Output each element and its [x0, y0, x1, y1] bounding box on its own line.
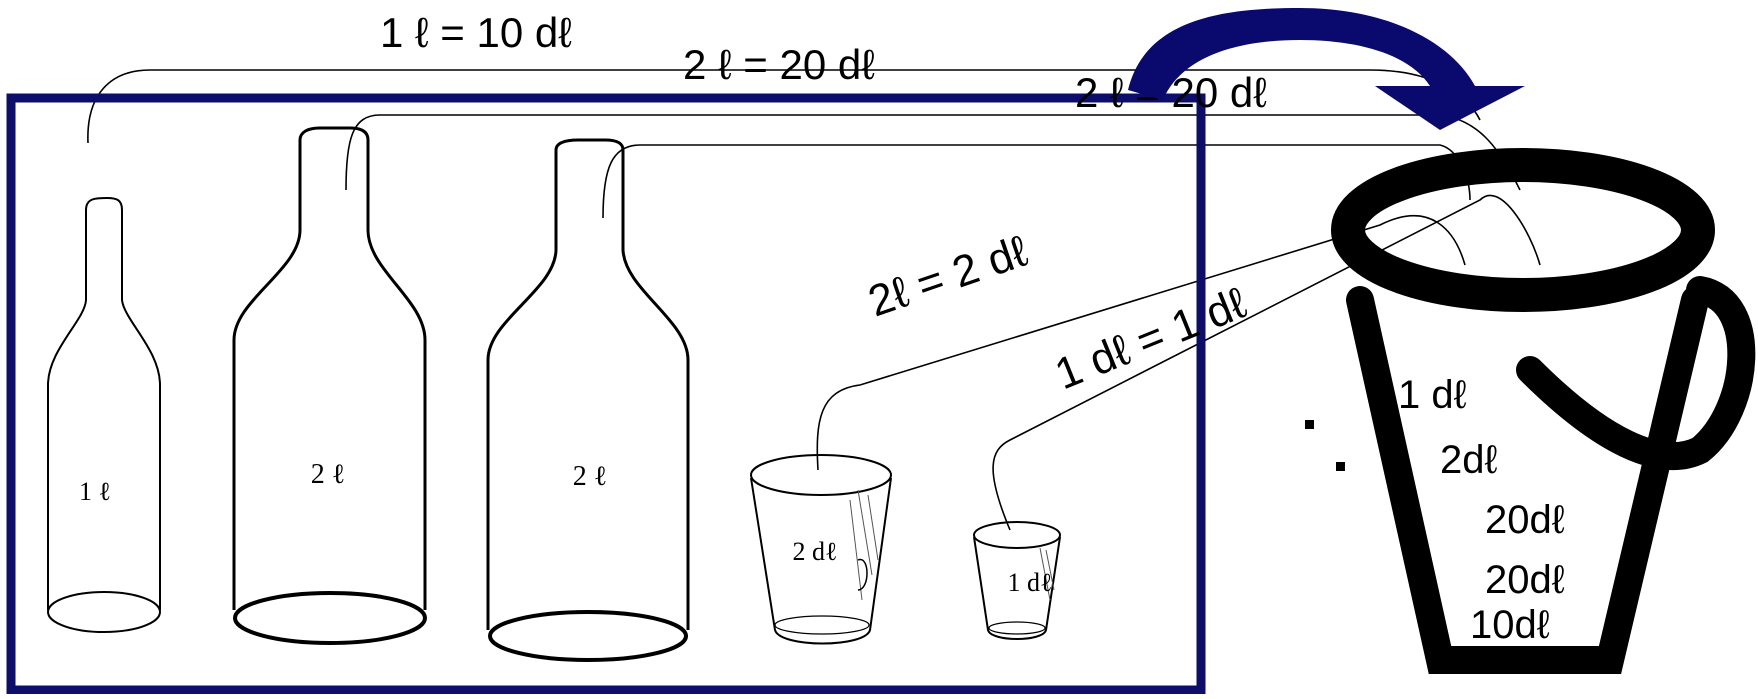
bottle-2l-b — [486, 138, 690, 662]
bottle-1l — [47, 196, 161, 633]
equation-4: 2ℓ = 2 dℓ — [862, 227, 1033, 327]
connector-line-4 — [816, 214, 1466, 471]
containers-frame — [6, 93, 1206, 695]
curved-arrow-icon — [1128, 8, 1525, 130]
bucket-item-1: 1 dℓ — [1398, 373, 1467, 417]
connector-line-2 — [345, 114, 1521, 191]
cup-small — [973, 521, 1061, 640]
bucket-dot-1 — [1305, 420, 1314, 429]
bucket-item-3: 20dℓ — [1485, 498, 1565, 542]
bucket-item-4: 20dℓ — [1485, 558, 1565, 602]
bucket-icon — [1331, 148, 1756, 674]
bottle-2l-b-label: 2 ℓ — [573, 461, 607, 492]
cup-large-label: 2 dℓ — [793, 537, 838, 566]
cup-large — [750, 454, 892, 645]
cup-small-label: 1 dℓ — [1008, 568, 1053, 597]
equation-5: 1 dℓ = 1 dℓ — [1048, 279, 1253, 400]
bucket-dot-2 — [1336, 462, 1345, 471]
bottle-1l-label: 1 ℓ — [79, 477, 111, 506]
bottle-2l-a-label: 2 ℓ — [311, 459, 345, 490]
bucket-item-5: 10dℓ — [1470, 603, 1550, 647]
connector-lines — [87, 69, 1541, 531]
equation-2: 2 ℓ = 20 dℓ — [683, 41, 875, 88]
bucket-item-2: 2dℓ — [1440, 438, 1497, 482]
connector-line-5 — [992, 194, 1541, 531]
bottle-2l-a — [232, 126, 427, 645]
bucket-contents: 1 dℓ 2dℓ 20dℓ 20dℓ 10dℓ — [1398, 373, 1565, 647]
equation-1: 1 ℓ = 10 dℓ — [380, 9, 572, 56]
